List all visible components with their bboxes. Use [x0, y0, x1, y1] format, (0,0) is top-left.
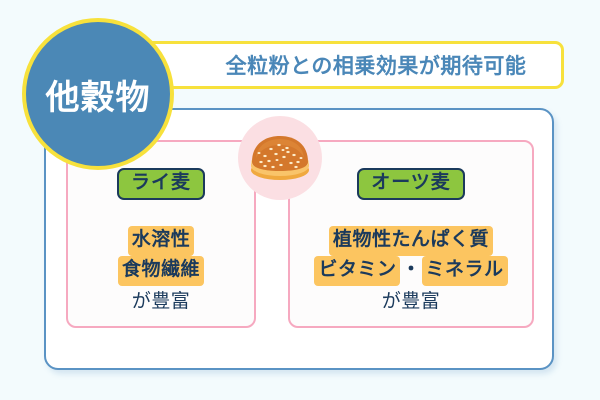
fact-line: ビタミン・ミネラル [288, 256, 534, 287]
column-rye: ライ麦 水溶性 食物繊維 が豊富 [66, 168, 256, 316]
term-separator: ・ [401, 259, 421, 281]
column-oats: オーツ麦 植物性たんぱく質 ビタミン・ミネラル が豊富 [288, 168, 534, 316]
highlight-term: 食物繊維 [117, 256, 204, 287]
highlight-term: 水溶性 [127, 226, 195, 257]
bun-illustration [238, 116, 322, 200]
header-banner: 全粒粉との相乗効果が期待可能 [140, 41, 564, 89]
fact-suffix: が豊富 [381, 291, 441, 313]
header-text: 全粒粉との相乗効果が期待可能 [225, 55, 527, 78]
fact-line: 食物繊維 [66, 256, 256, 287]
facts-rye: 水溶性 食物繊維 が豊富 [66, 226, 256, 316]
facts-oats: 植物性たんぱく質 ビタミン・ミネラル が豊富 [288, 226, 534, 316]
category-circle-badge: 他穀物 [22, 18, 174, 170]
highlight-term: ビタミン [314, 256, 401, 287]
highlight-term: 植物性たんぱく質 [328, 226, 493, 257]
grain-badge-oats: オーツ麦 [357, 168, 465, 201]
sesame-bun-icon [251, 136, 309, 180]
fact-line: 水溶性 [66, 226, 256, 257]
grain-badge-rye: ライ麦 [116, 168, 205, 201]
category-circle-label: 他穀物 [45, 78, 151, 117]
highlight-term: ミネラル [421, 256, 508, 287]
fact-line: 植物性たんぱく質 [288, 226, 534, 257]
fact-suffix: が豊富 [131, 291, 191, 313]
